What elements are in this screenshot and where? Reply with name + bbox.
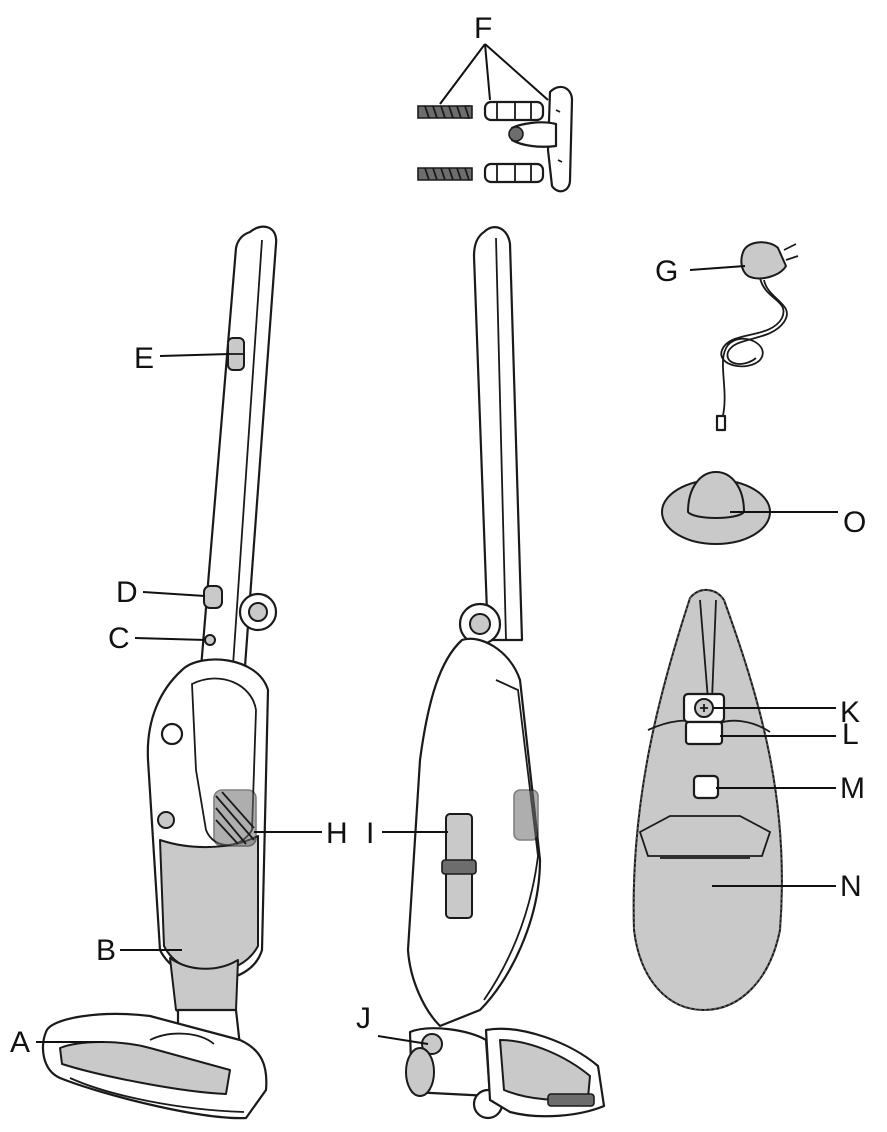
label-n: N bbox=[840, 870, 862, 903]
leader-c bbox=[134, 637, 207, 641]
label-c: C bbox=[108, 622, 130, 655]
label-o: O bbox=[843, 506, 866, 539]
charger bbox=[715, 241, 799, 432]
leader-j bbox=[377, 1035, 429, 1045]
leader-e bbox=[159, 353, 231, 357]
vacuum-side-view bbox=[405, 226, 606, 1120]
leader-f bbox=[439, 43, 549, 105]
label-g: G bbox=[655, 255, 678, 288]
label-h: H bbox=[326, 817, 348, 850]
label-d: D bbox=[116, 576, 138, 609]
label-j: J bbox=[356, 1002, 371, 1035]
leader-d bbox=[142, 591, 206, 597]
label-b: B bbox=[96, 934, 116, 967]
vacuum-front-view bbox=[41, 225, 278, 1120]
filter-cap bbox=[661, 471, 771, 545]
leader-g bbox=[689, 265, 746, 271]
wall-mount-kit bbox=[417, 85, 574, 193]
label-a: A bbox=[10, 1026, 30, 1059]
label-f: F bbox=[474, 12, 492, 45]
label-l: L bbox=[842, 718, 859, 751]
handheld-unit bbox=[632, 589, 783, 1012]
label-i: I bbox=[366, 817, 374, 850]
label-m: M bbox=[840, 772, 865, 805]
label-e: E bbox=[134, 342, 154, 375]
label-k: K bbox=[840, 696, 860, 729]
